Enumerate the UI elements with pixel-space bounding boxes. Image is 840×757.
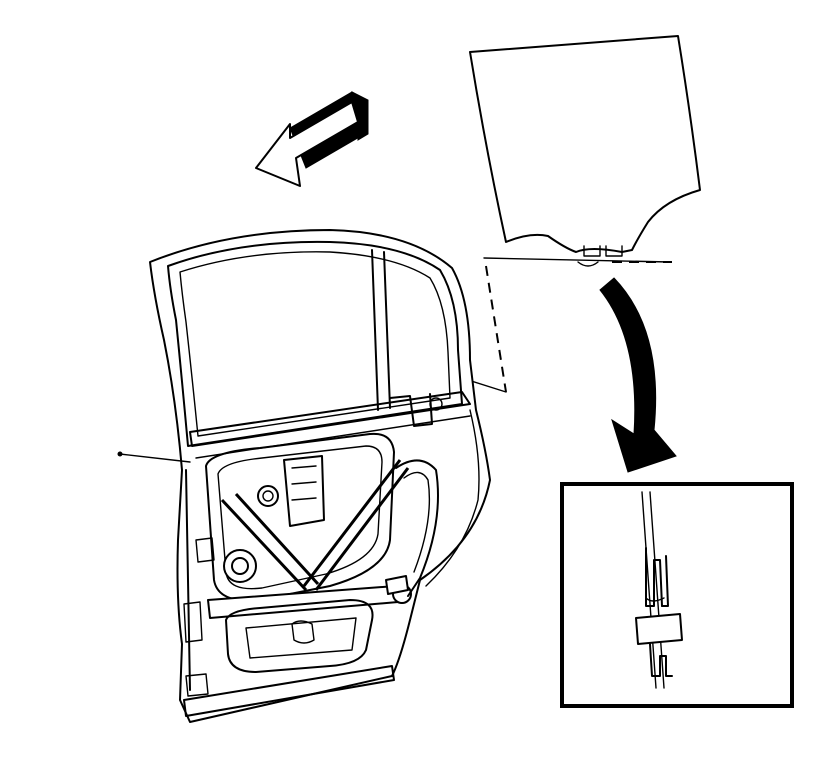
- window-glass: [469, 35, 701, 267]
- rear-door-assembly: [149, 229, 491, 723]
- curved-arrow-down-icon: [599, 277, 677, 473]
- direction-arrow-icon: [255, 91, 369, 187]
- detail-inset: [560, 482, 794, 708]
- leader-line: [117, 451, 191, 463]
